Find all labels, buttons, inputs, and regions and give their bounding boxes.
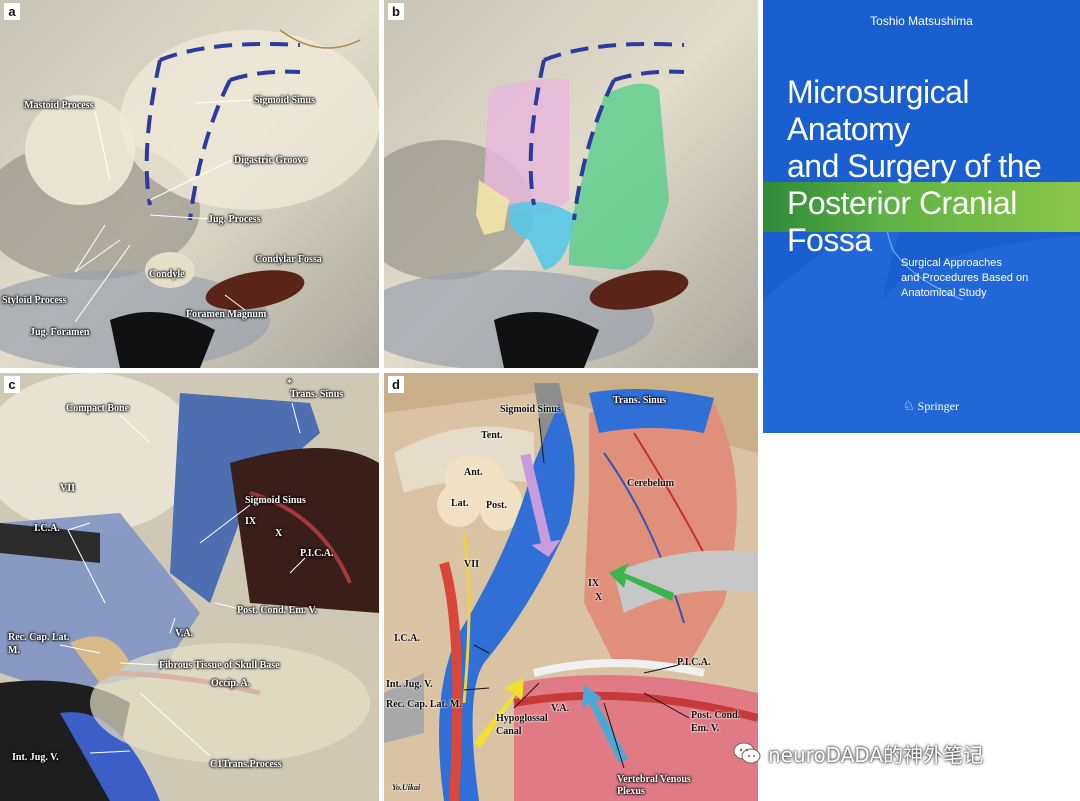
- publisher-name: Springer: [917, 399, 959, 413]
- label-signature: Yo.Uikai: [392, 783, 421, 792]
- cover-subtitle-line-2: and Procedures Based on: [901, 272, 1029, 284]
- label-post: Post.: [486, 500, 507, 511]
- label-vii: VII: [60, 483, 76, 494]
- label-post-cond-em-v: Post. Cond. Em. V.: [237, 605, 317, 616]
- cover-title-line-1: Microsurgical Anatomy: [787, 74, 969, 147]
- label-va: V.A.: [175, 628, 194, 639]
- panel-label: a: [4, 3, 20, 20]
- leader-lines: [59, 402, 306, 757]
- cover-subtitle-line-3: Anatomical Study: [901, 287, 987, 299]
- panel-c-photo: [0, 373, 379, 801]
- panel-d-illustration: [384, 373, 758, 801]
- springer-horse-icon: ♘: [903, 398, 915, 413]
- panel-d: d Sigmoid Sinus Trans. Sinus Tent. Ant. …: [384, 373, 758, 801]
- label-jug-foramen: Jug. Foramen: [30, 327, 90, 338]
- watermark: neuroDADA的神外笔记: [732, 736, 983, 770]
- book-cover: Toshio Matsushima Microsurgical Anatomy …: [763, 0, 1080, 433]
- label-sigmoid-sinus: Sigmoid Sinus: [254, 95, 315, 106]
- label-pica: P.I.C.A.: [677, 657, 711, 668]
- cover-band: [763, 182, 1080, 232]
- label-foramen-magnum: Foramen Magnum: [186, 309, 267, 320]
- label-plexus: Plexus: [617, 786, 645, 797]
- label-ix: IX: [588, 578, 600, 589]
- panel-label: b: [388, 3, 404, 20]
- label-styloid-process: Styloid Process: [2, 295, 67, 306]
- label-occip-a: Occip. A.: [211, 678, 251, 689]
- panel-label: c: [4, 376, 20, 393]
- leader-lines: [463, 417, 690, 769]
- label-rec-cap-lat: Rec. Cap. Lat.: [8, 632, 70, 643]
- label-ica: I.C.A.: [34, 523, 60, 534]
- cover-author: Toshio Matsushima: [870, 14, 973, 28]
- label-rec-cap-lat-m: M.: [8, 645, 20, 656]
- label-em-v: Em. V.: [691, 723, 720, 734]
- label-trans-sinus: Trans. Sinus: [290, 389, 344, 400]
- label-sigmoid-sinus: Sigmoid Sinus: [245, 495, 306, 506]
- label-vii: VII: [464, 559, 480, 570]
- label-vertebral-venous: Vertebral Venous: [617, 774, 691, 785]
- label-ix: IX: [245, 516, 257, 527]
- label-trans-sinus: Trans. Sinus: [613, 395, 667, 406]
- cover-title-line-2: and Surgery of the: [787, 148, 1042, 184]
- label-condyle: Condyle: [149, 269, 185, 280]
- label-tent: Tent.: [481, 430, 503, 441]
- label-fibrous-tissue: Fibrous Tissue of Skull Base: [159, 660, 280, 671]
- watermark-text: neuroDADA的神外笔记: [768, 742, 984, 767]
- label-x: X: [595, 592, 603, 603]
- label-hypoglossal: Hypoglossal: [496, 713, 548, 724]
- label-compact-bone: Compact Bone: [66, 403, 130, 414]
- label-cerebelum: Cerebelum: [627, 478, 675, 489]
- label-condylar-fossa: Condylar Fossa: [255, 254, 322, 265]
- label-digastric-groove: Digastric Groove: [234, 155, 307, 166]
- cover-publisher: ♘ Springer: [903, 398, 959, 414]
- label-ica: I.C.A.: [394, 633, 420, 644]
- panel-label: d: [388, 376, 404, 393]
- panel-a: a Sigmoid Sinus Mastoid Process Digastri…: [0, 0, 379, 368]
- label-int-jug-v: Int. Jug. V.: [12, 752, 59, 763]
- label-lat: Lat.: [451, 498, 469, 509]
- panel-c: c * Trans. Sinus Compact Bone VII Sigmoi…: [0, 373, 379, 801]
- label-int-jug-v: Int. Jug. V.: [386, 679, 433, 690]
- label-rec-cap-lat-m: Rec. Cap. Lat. M.: [386, 699, 462, 710]
- label-x: X: [275, 528, 283, 539]
- panel-b: b: [384, 0, 758, 368]
- cover-subtitle-line-1: Surgical Approaches: [901, 257, 1002, 269]
- cover-title-line-3: Posterior Cranial Fossa: [787, 185, 1017, 258]
- label-mastoid-process: Mastoid Process: [24, 100, 94, 111]
- label-jug-process: Jug. Process: [208, 214, 261, 225]
- leader-lines: [74, 99, 253, 323]
- label-va: V.A.: [551, 703, 570, 714]
- cover-title: Microsurgical Anatomy and Surgery of the…: [787, 74, 1077, 259]
- label-asterisk: *: [287, 378, 292, 389]
- cover-subtitle: Surgical Approaches and Procedures Based…: [901, 256, 1071, 301]
- panel-b-photo: [384, 0, 758, 368]
- label-pica: P.I.C.A.: [300, 548, 334, 559]
- wechat-icon: [733, 742, 761, 764]
- panel-a-photo: [0, 0, 379, 368]
- label-canal: Canal: [496, 726, 522, 737]
- label-post-cond: Post. Cond.: [691, 710, 741, 721]
- label-c1-trans-process: C1Trans.Process: [210, 759, 282, 770]
- label-ant: Ant.: [464, 467, 483, 478]
- label-sigmoid-sinus: Sigmoid Sinus: [500, 404, 561, 415]
